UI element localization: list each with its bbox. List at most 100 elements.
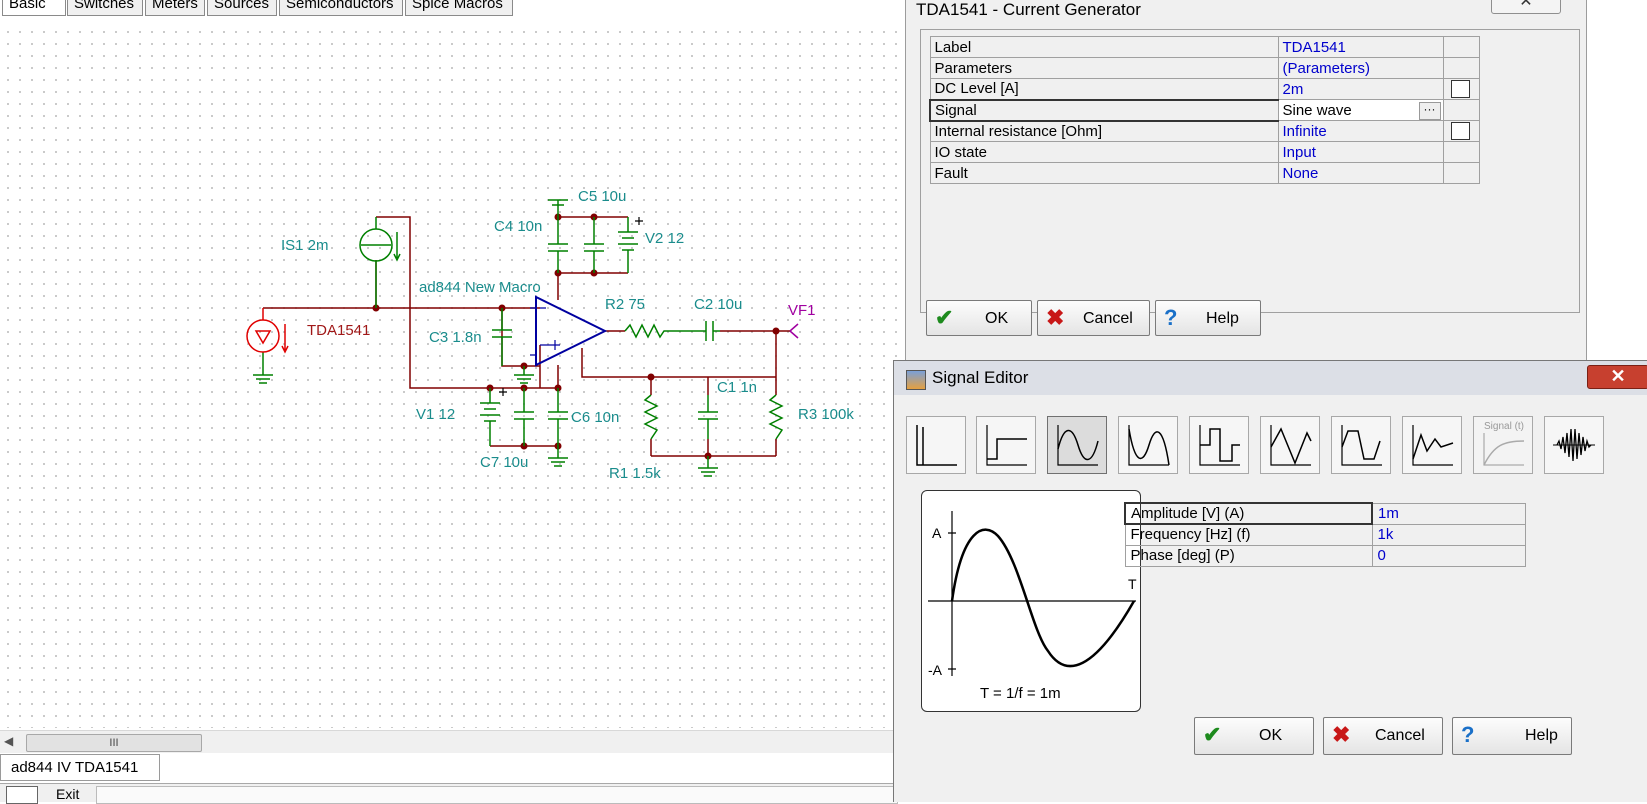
property-value[interactable]: (Parameters)	[1277, 57, 1444, 79]
r2-label: R2 75	[605, 296, 645, 313]
param-name: Phase [deg] (P)	[1124, 544, 1373, 567]
scroll-left-icon[interactable]: ◀	[4, 734, 14, 748]
property-cell-empty	[1442, 162, 1480, 184]
signal-help-button[interactable]: ? Help	[1452, 717, 1572, 755]
scrollbar-thumb[interactable]: III	[26, 734, 202, 752]
trapezoid-wave-icon	[1341, 425, 1382, 466]
signal-value-field[interactable]: Sine wave···	[1277, 99, 1444, 121]
check-icon: ✔	[935, 305, 954, 330]
property-cell-empty	[1442, 36, 1480, 58]
tab-basic[interactable]: Basic	[2, 0, 66, 16]
waveform-preview: A -A T T = 1/f = 1m	[921, 490, 1141, 712]
ok-label: OK	[1259, 727, 1283, 744]
general-waveform-button[interactable]	[1402, 416, 1462, 474]
x-icon: ✖	[1046, 305, 1065, 330]
properties-dialog-title: TDA1541 - Current Generator	[916, 0, 1141, 19]
preview-neg-a-label: -A	[928, 662, 943, 678]
is1-label: IS1 2m	[281, 237, 329, 254]
status-field	[96, 786, 898, 804]
property-row-label[interactable]: Label TDA1541	[929, 36, 1480, 58]
internal-resistance-checkbox[interactable]	[1450, 122, 1470, 140]
property-value[interactable]: None	[1277, 162, 1444, 184]
passive-components	[253, 199, 784, 477]
tab-switches[interactable]: Switches	[67, 0, 143, 16]
preview-t-label: T	[1128, 576, 1137, 592]
property-name: Parameters	[929, 57, 1279, 79]
step-icon	[986, 425, 1027, 466]
schematic-drawing[interactable]: IS1 2m C5 10u C4 10n V2 12 ad844 New Mac…	[0, 22, 905, 728]
param-row-amplitude[interactable]: Amplitude [V] (A) 1m	[1124, 502, 1526, 525]
property-value[interactable]: TDA1541	[1277, 36, 1444, 58]
cancel-label: Cancel	[1375, 727, 1425, 744]
param-row-frequency[interactable]: Frequency [Hz] (f) 1k	[1124, 523, 1526, 546]
amplitude-value[interactable]: 1m	[1371, 502, 1526, 525]
signal-editor-close-button[interactable]: ✕	[1587, 365, 1647, 389]
status-icon[interactable]	[6, 786, 38, 804]
property-row-io-state[interactable]: IO state Input	[929, 141, 1480, 163]
properties-close-button[interactable]: ✕	[1491, 0, 1561, 14]
signal-ok-button[interactable]: ✔ OK	[1194, 717, 1314, 755]
cosine-wave-icon	[1128, 425, 1170, 466]
x-icon: ✖	[1332, 722, 1351, 747]
signal-t-icon	[1483, 433, 1525, 466]
property-value[interactable]: 2m	[1277, 78, 1444, 100]
tda1541-label: TDA1541	[307, 322, 370, 339]
property-value[interactable]: Infinite	[1277, 120, 1444, 142]
c4-label: C4 10n	[494, 218, 542, 235]
schematic-canvas[interactable]: IS1 2m C5 10u C4 10n V2 12 ad844 New Mac…	[0, 22, 905, 728]
properties-help-button[interactable]: ? Help	[1155, 300, 1261, 336]
dc-level-checkbox[interactable]	[1450, 80, 1470, 98]
step-waveform-button[interactable]	[976, 416, 1036, 474]
property-row-dc-level[interactable]: DC Level [A] 2m	[929, 78, 1480, 100]
component-tab-strip: Basic Switches Meters Sources Semiconduc…	[0, 0, 900, 22]
sine-preview-graph: A -A T	[928, 511, 1137, 678]
property-name: DC Level [A]	[929, 78, 1279, 100]
unit-step-icon	[916, 425, 957, 466]
r1-label: R1 1.5k	[609, 465, 661, 482]
signal-editor-titlebar[interactable]: Signal Editor ✕	[894, 361, 1647, 395]
signal-editor-app-icon	[906, 370, 926, 390]
burst-waveform-button[interactable]	[1544, 416, 1604, 474]
sine-waveform-button[interactable]	[1047, 416, 1107, 474]
properties-cancel-button[interactable]: ✖ Cancel	[1037, 300, 1150, 336]
horizontal-scrollbar[interactable]: ◀ III	[0, 730, 905, 753]
unit-step-waveform-button[interactable]	[906, 416, 966, 474]
cosine-waveform-button[interactable]	[1118, 416, 1178, 474]
triangle-waveform-button[interactable]	[1260, 416, 1320, 474]
param-name: Amplitude [V] (A)	[1124, 502, 1373, 525]
property-cell-empty	[1442, 57, 1480, 79]
document-tab[interactable]: ad844 IV TDA1541	[0, 754, 160, 781]
property-row-parameters[interactable]: Parameters (Parameters)	[929, 57, 1480, 79]
square-waveform-button[interactable]	[1189, 416, 1249, 474]
v1-label: V1 12	[416, 406, 455, 423]
tab-semiconductors[interactable]: Semiconductors	[279, 0, 403, 16]
signal-parameters-table: Amplitude [V] (A) 1m Frequency [Hz] (f) …	[1124, 502, 1526, 567]
vf1-label: VF1	[788, 302, 816, 319]
property-row-fault[interactable]: Fault None	[929, 162, 1480, 184]
junction-dots	[372, 213, 780, 460]
status-bar: Exit	[0, 783, 905, 804]
tda1541-source	[246, 308, 289, 354]
c5-label: C5 10u	[578, 188, 626, 205]
triangle-wave-icon	[1270, 425, 1312, 466]
tab-spice-macros[interactable]: Spice Macros	[405, 0, 513, 16]
properties-ok-button[interactable]: ✔ OK	[926, 300, 1032, 336]
exit-label[interactable]: Exit	[56, 786, 80, 802]
property-row-signal[interactable]: Signal Sine wave···	[929, 98, 1480, 122]
properties-grid-panel: Label TDA1541 Parameters (Parameters) DC…	[920, 29, 1580, 313]
signal-cancel-button[interactable]: ✖ Cancel	[1323, 717, 1443, 755]
signal-editor-dialog: Signal Editor ✕ Signal (t) A -A	[893, 360, 1647, 802]
signal-ellipsis-button[interactable]: ···	[1418, 102, 1441, 120]
trapezoid-waveform-button[interactable]	[1331, 416, 1391, 474]
property-row-internal-resistance[interactable]: Internal resistance [Ohm] Infinite	[929, 120, 1480, 142]
property-value[interactable]: Input	[1277, 141, 1444, 163]
tab-sources[interactable]: Sources	[207, 0, 277, 16]
v2-label: V2 12	[645, 230, 684, 247]
tab-meters[interactable]: Meters	[145, 0, 205, 16]
property-name: Label	[929, 36, 1279, 58]
frequency-value[interactable]: 1k	[1371, 523, 1526, 546]
param-row-phase[interactable]: Phase [deg] (P) 0	[1124, 544, 1526, 567]
sine-wave-icon	[1057, 425, 1099, 466]
phase-value[interactable]: 0	[1371, 544, 1526, 567]
property-name: Internal resistance [Ohm]	[929, 120, 1279, 142]
